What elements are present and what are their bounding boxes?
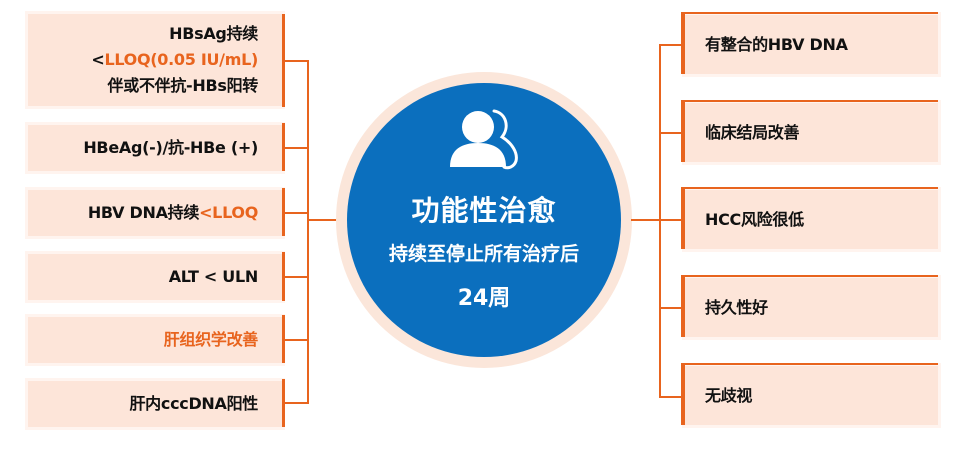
criterion-text: HBV DNA持续 bbox=[87, 203, 200, 222]
connector-from-center bbox=[631, 219, 661, 221]
connector bbox=[284, 276, 309, 278]
criterion-hbsag-line2: <LLOQ(0.05 IU/mL) bbox=[91, 47, 258, 73]
connector bbox=[284, 402, 309, 404]
criterion-hbsag: HBsAg持续 <LLOQ(0.05 IU/mL) 伴或不伴抗-HBs阳转 bbox=[28, 14, 282, 106]
criterion-label: HBV DNA持续<LLOQ bbox=[88, 200, 258, 226]
criterion-liver-histology: 肝组织学改善 bbox=[28, 317, 282, 363]
bracket bbox=[282, 252, 285, 301]
feature-label: 有整合的HBV DNA bbox=[705, 34, 848, 54]
criterion-alt: ALT < ULN bbox=[28, 254, 282, 300]
feature-hcc-risk: HCC风险很低 bbox=[685, 190, 938, 249]
center-circle: 功能性治愈 持续至停止所有治疗后 24周 bbox=[347, 83, 621, 357]
lloq-highlight: <LLOQ bbox=[199, 203, 258, 222]
feature-label: 临床结局改善 bbox=[705, 122, 800, 142]
feature-label: HCC风险很低 bbox=[705, 209, 804, 229]
box-top-line bbox=[681, 187, 938, 189]
bracket bbox=[282, 379, 285, 427]
criterion-hbeag: HBeAg(-)/抗-HBe (+) bbox=[28, 125, 282, 171]
bracket bbox=[681, 275, 685, 337]
feature-label: 持久性好 bbox=[705, 297, 768, 317]
feature-durability: 持久性好 bbox=[685, 278, 938, 337]
connector bbox=[659, 44, 682, 46]
criterion-cccdna: 肝内cccDNA阳性 bbox=[28, 381, 282, 427]
bracket bbox=[282, 188, 285, 236]
center-subtitle: 持续至停止所有治疗后 bbox=[388, 243, 579, 265]
criterion-hbsag-line1: HBsAg持续 bbox=[169, 24, 258, 43]
lt-sign: < bbox=[91, 50, 105, 69]
criterion-label: HBeAg(-)/抗-HBe (+) bbox=[83, 138, 258, 157]
left-trunk-line bbox=[307, 60, 309, 403]
connector bbox=[284, 339, 309, 341]
bracket bbox=[681, 187, 685, 249]
box-top-line bbox=[681, 363, 938, 365]
connector-to-center bbox=[308, 219, 338, 221]
bracket bbox=[282, 14, 285, 107]
criterion-hbv-dna: HBV DNA持续<LLOQ bbox=[28, 190, 282, 236]
criterion-hbsag-line3: 伴或不伴抗-HBs阳转 bbox=[107, 76, 259, 95]
right-trunk-line bbox=[659, 44, 661, 398]
center-duration: 24周 bbox=[457, 286, 511, 311]
connector bbox=[284, 147, 309, 149]
feature-clinical-outcome: 临床结局改善 bbox=[685, 103, 938, 162]
connector bbox=[659, 219, 682, 221]
connector bbox=[284, 60, 309, 62]
lloq-highlight: LLOQ(0.05 IU/mL) bbox=[104, 50, 258, 69]
bracket bbox=[681, 100, 685, 162]
bracket bbox=[681, 12, 685, 74]
feature-integrated-dna: 有整合的HBV DNA bbox=[685, 15, 938, 74]
user-icon bbox=[450, 109, 518, 170]
connector bbox=[659, 132, 682, 134]
connector bbox=[659, 396, 682, 398]
box-top-line bbox=[681, 100, 938, 102]
bracket bbox=[282, 123, 285, 171]
feature-label: 无歧视 bbox=[705, 385, 753, 405]
center-title: 功能性治愈 bbox=[411, 194, 557, 227]
criterion-label: 肝组织学改善 bbox=[163, 330, 259, 349]
box-top-line bbox=[681, 275, 938, 277]
criterion-label: 肝内cccDNA阳性 bbox=[129, 394, 258, 413]
box-top-line bbox=[681, 12, 938, 14]
criterion-label: ALT < ULN bbox=[168, 267, 259, 286]
feature-no-discrimination: 无歧视 bbox=[685, 366, 938, 425]
bracket bbox=[282, 315, 285, 363]
connector bbox=[659, 307, 682, 309]
bracket bbox=[681, 363, 685, 425]
connector bbox=[284, 212, 309, 214]
